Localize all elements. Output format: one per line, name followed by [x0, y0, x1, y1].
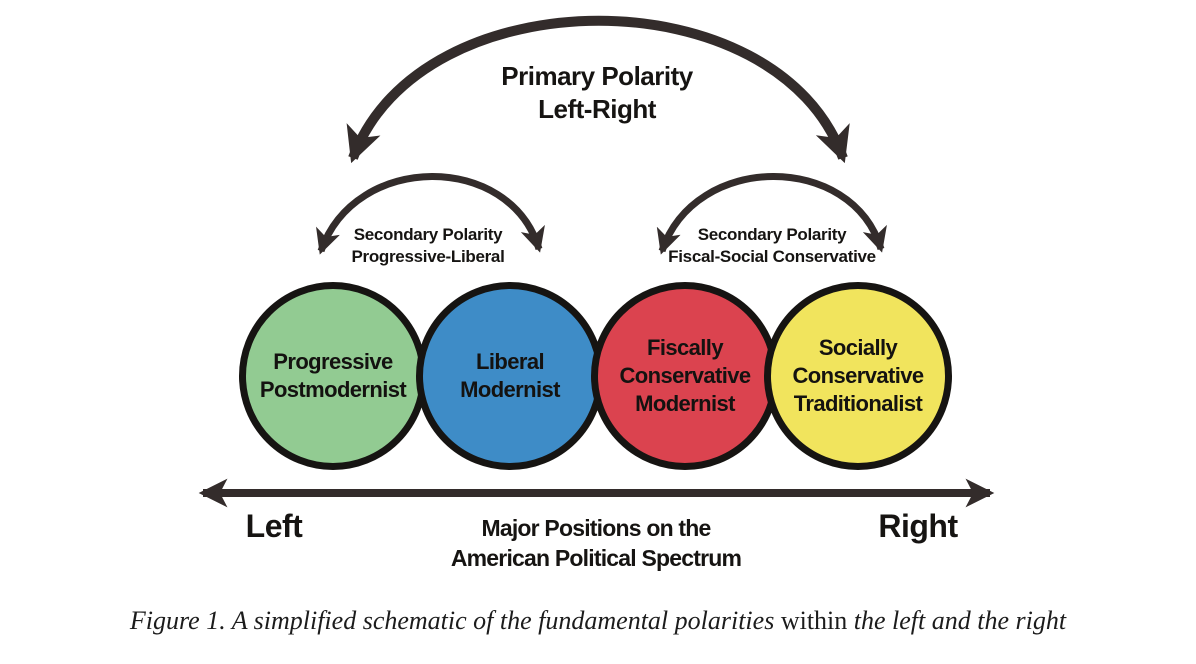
caption-italic-start: Figure 1. A simplified schematic of the …: [129, 606, 781, 635]
axis-title-line2: American Political Spectrum: [450, 545, 742, 571]
circle-fiscally-conservative-modernist: Fiscally Conservative Modernist: [591, 282, 779, 470]
circle-fiscally-conservative-modernist-label: Fiscally Conservative Modernist: [619, 335, 752, 416]
circle-progressive-postmodernist: Progressive Postmodernist: [239, 282, 427, 470]
circle-progressive-postmodernist-label: Progressive Postmodernist: [259, 349, 407, 402]
primary-polarity-line1: Primary Polarity: [501, 61, 693, 91]
circle-liberal-modernist: Liberal Modernist: [416, 282, 604, 470]
secondary-right-line1: Secondary Polarity: [697, 225, 847, 244]
primary-polarity-label: Primary Polarity Left-Right: [397, 60, 797, 126]
axis-title: Major Positions on the American Politica…: [396, 513, 796, 573]
axis-title-line1: Major Positions on the: [481, 515, 711, 541]
circle-socially-conservative-traditionalist: Socially Conservative Traditionalist: [764, 282, 952, 470]
secondary-right-line2: Fiscal-Social Conservative: [668, 247, 876, 266]
secondary-left-line2: Progressive-Liberal: [351, 247, 505, 266]
primary-polarity-line2: Left-Right: [538, 94, 656, 124]
circle-liberal-modernist-label: Liberal Modernist: [460, 349, 560, 402]
axis-right-label: Right: [878, 508, 958, 544]
primary-polarity-arc-arrow: [346, 15, 850, 164]
secondary-left-arc-arrow: [316, 173, 545, 255]
figure-caption: Figure 1. A simplified schematic of the …: [0, 606, 1196, 636]
caption-italic-end: the left and the right: [847, 606, 1067, 635]
secondary-left-line1: Secondary Polarity: [353, 225, 503, 244]
caption-upright-word: within: [780, 606, 848, 635]
circle-socially-conservative-traditionalist-label: Socially Conservative Traditionalist: [792, 335, 925, 416]
secondary-polarity-right-label: Secondary Polarity Fiscal-Social Conserv…: [632, 224, 912, 268]
secondary-polarity-left-label: Secondary Polarity Progressive-Liberal: [288, 224, 568, 268]
secondary-right-arc-arrow: [656, 173, 887, 255]
axis-left-label: Left: [245, 508, 303, 544]
